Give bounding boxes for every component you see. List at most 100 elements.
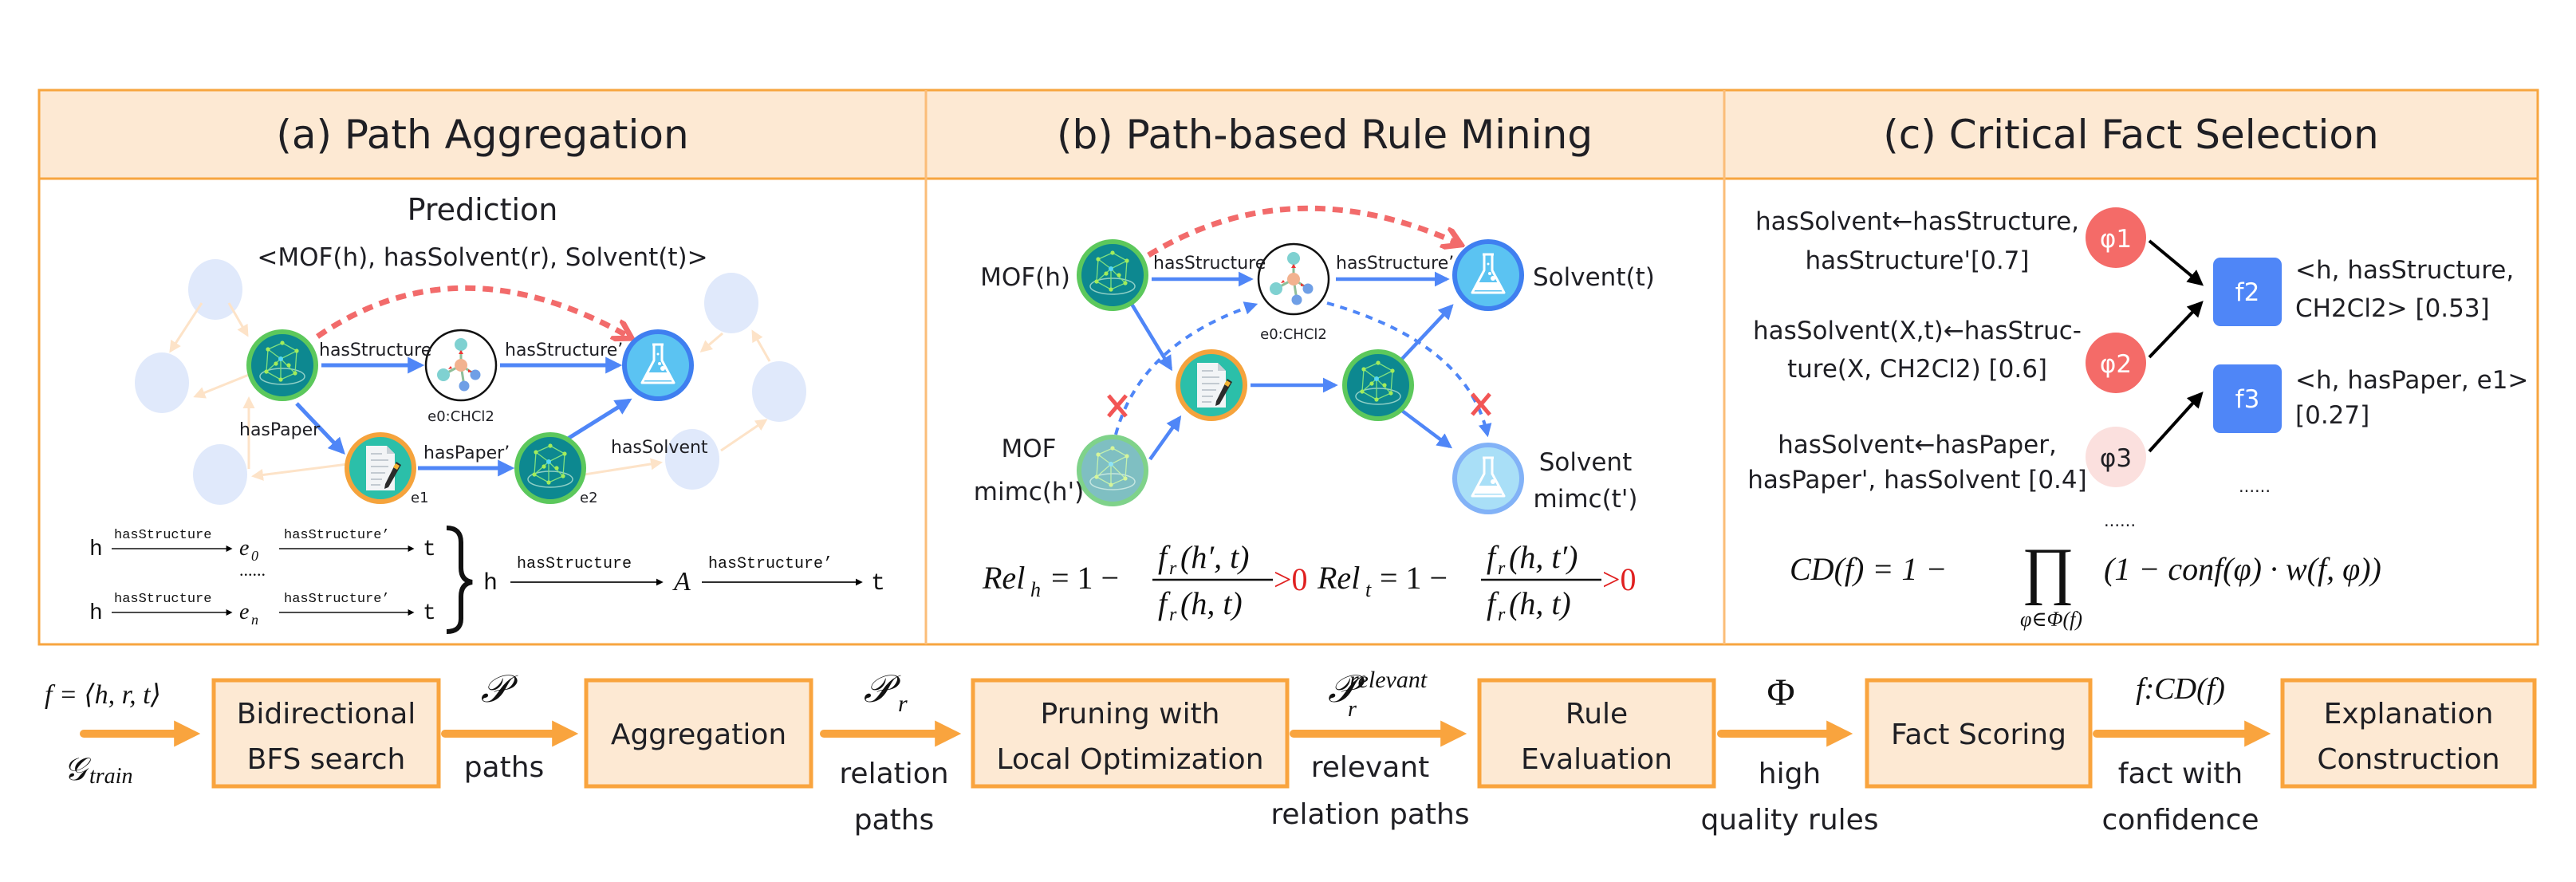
step-label: Rule bbox=[1566, 698, 1628, 730]
context-node bbox=[135, 352, 189, 413]
transition-symbol: 𝒫 bbox=[864, 668, 901, 711]
step-bidirectional-bfs[interactable]: Bidirectional BFS search bbox=[211, 678, 441, 789]
step-box[interactable] bbox=[1865, 678, 2093, 789]
panel-a-title: (a) Path Aggregation bbox=[276, 112, 688, 158]
transition-caption: high bbox=[1759, 758, 1822, 790]
node-mof-h bbox=[1079, 242, 1146, 309]
rule-text-line1: hasSolvent←hasPaper, bbox=[1778, 431, 2057, 459]
fact-text-line1: <h, hasPaper, e1> bbox=[2295, 366, 2528, 395]
rules-ellipsis: ...... bbox=[2104, 511, 2136, 530]
label-hasstructure: hasStructure bbox=[319, 341, 431, 360]
context-node bbox=[193, 444, 247, 505]
transition-sup: relevant bbox=[1349, 667, 1428, 693]
transition-sub: r bbox=[1348, 697, 1357, 722]
context-nodes bbox=[135, 259, 806, 505]
fact-text-line2: CH2Cl2> [0.53] bbox=[2295, 294, 2490, 323]
step-explanation-construction[interactable]: Explanation Construction bbox=[2280, 678, 2537, 789]
step-box[interactable] bbox=[211, 678, 441, 789]
cd-subscript: φ∈Φ(f) bbox=[2020, 608, 2082, 631]
formula-en: e bbox=[239, 600, 249, 624]
panel-c: hasSolvent←hasStructure, hasStructure'[0… bbox=[1747, 207, 2528, 631]
label-haspaper-inv: hasPaper’ bbox=[423, 443, 510, 463]
prediction-arc bbox=[316, 285, 630, 337]
label-e2: e2 bbox=[580, 490, 598, 506]
step-rule-evaluation[interactable]: Rule Evaluation bbox=[1477, 678, 1716, 789]
rel-t: Rel bbox=[1317, 560, 1360, 596]
rel-t-num-sub: r bbox=[1498, 558, 1506, 579]
rule-id: φ2 bbox=[2100, 350, 2132, 379]
step-aggregation[interactable]: Aggregation bbox=[584, 678, 813, 789]
step-box[interactable] bbox=[1477, 678, 1716, 789]
label-hasstructure: hasStructure bbox=[1153, 254, 1266, 274]
node-e0-molecule bbox=[1257, 242, 1330, 316]
panel-a: Prediction <MOF(h), hasSolvent(r), Solve… bbox=[89, 192, 885, 634]
aggregation-brace bbox=[446, 526, 473, 634]
rel-h-eq: = 1 − bbox=[1051, 560, 1119, 596]
step-pruning[interactable]: Pruning with Local Optimization bbox=[971, 678, 1290, 789]
label-solvent-mimic-line2: mimc(t') bbox=[1534, 485, 1638, 514]
invalid-cross-t bbox=[1471, 392, 1491, 416]
rel-t-den-sub: r bbox=[1498, 604, 1506, 625]
fact-f2: f2 <h, hasStructure, CH2Cl2> [0.53] bbox=[2213, 256, 2514, 326]
label-hasstructure-inv: hasStructure’ bbox=[1336, 254, 1454, 274]
formula-e0-sub: 0 bbox=[251, 548, 258, 564]
transition-caption: relation paths bbox=[1270, 798, 1469, 831]
rel-t-gt-zero: >0 bbox=[1602, 561, 1637, 597]
step-fact-scoring[interactable]: Fact Scoring bbox=[1865, 678, 2093, 789]
transition-sub: r bbox=[898, 691, 908, 717]
panel-b-title: (b) Path-based Rule Mining bbox=[1057, 112, 1593, 158]
transition-caption: quality rules bbox=[1700, 804, 1878, 837]
formula-agg-a: A bbox=[672, 567, 691, 597]
step-box[interactable] bbox=[584, 678, 813, 789]
transition-relation-paths: 𝒫 r relation paths bbox=[839, 668, 948, 837]
formula-agg-h: h bbox=[483, 570, 498, 597]
rel-t-sub: t bbox=[1365, 578, 1372, 601]
mimic-edges bbox=[1114, 301, 1492, 438]
step-box[interactable] bbox=[2280, 678, 2537, 789]
rel-h-num-args: (h′, t) bbox=[1180, 539, 1250, 575]
rule-phi3: hasSolvent←hasPaper, hasPaper', hasSolve… bbox=[1747, 427, 2146, 494]
rule-id: φ1 bbox=[2100, 225, 2132, 254]
rel-h-num-sub: r bbox=[1169, 558, 1177, 579]
rule-text-line2: hasStructure'[0.7] bbox=[1805, 246, 2029, 275]
formula-rel-inv: hasStructure’ bbox=[284, 528, 390, 543]
node-mof-intermediate bbox=[1345, 352, 1412, 419]
label-e0: e0:CHCl2 bbox=[1260, 326, 1327, 343]
rule-text-line2: ture(X, CH2Cl2) [0.6] bbox=[1787, 355, 2047, 384]
rule-id: φ3 bbox=[2100, 444, 2132, 473]
node-e2-mof bbox=[517, 435, 584, 502]
rel-h-den-args: (h, t) bbox=[1180, 585, 1243, 621]
formula-t: t bbox=[423, 537, 436, 562]
rule-node bbox=[2086, 207, 2146, 268]
edge-hassolvent bbox=[566, 398, 632, 441]
step-box[interactable] bbox=[971, 678, 1290, 789]
header-band bbox=[39, 90, 2538, 179]
transition-symbol: f:CD(f) bbox=[2136, 672, 2225, 706]
formula-rel-inv: hasStructure’ bbox=[284, 592, 390, 607]
context-node bbox=[665, 429, 719, 490]
invalid-cross-h bbox=[1107, 394, 1128, 418]
rel-h-sub: h bbox=[1030, 578, 1041, 601]
rule-phi2: hasSolvent(X,t)←hasStruc- ture(X, CH2Cl2… bbox=[1753, 317, 2146, 393]
step-label: Pruning with bbox=[1041, 698, 1220, 730]
step-label: Aggregation bbox=[611, 719, 786, 751]
step-label: BFS search bbox=[247, 743, 406, 776]
cd-product: ∏ bbox=[2022, 536, 2074, 606]
node-paper bbox=[1178, 352, 1245, 419]
fact-text-line1: <h, hasStructure, bbox=[2295, 256, 2514, 285]
transition-caption: relation bbox=[839, 758, 948, 790]
formula-e0: e bbox=[239, 536, 249, 561]
formula-rel: hasStructure bbox=[114, 592, 211, 607]
rel-t-den-args: (h, t) bbox=[1509, 585, 1571, 621]
rule-phi1: hasSolvent←hasStructure, hasStructure'[0… bbox=[1755, 207, 2146, 275]
label-mof-mimic-line2: mimc(h') bbox=[974, 478, 1084, 506]
rel-t-eq: = 1 − bbox=[1380, 560, 1448, 596]
transition-rules: Φ high quality rules bbox=[1700, 671, 1878, 837]
panel-c-title: (c) Critical Fact Selection bbox=[1883, 112, 2378, 158]
label-hassolvent: hasSolvent bbox=[611, 438, 708, 458]
transition-relevant-paths: 𝒫 r relevant relevant relation paths bbox=[1270, 667, 1469, 831]
path-edges bbox=[295, 356, 632, 477]
node-mof-mimic bbox=[1079, 437, 1146, 504]
formula-en-sub: n bbox=[251, 612, 258, 628]
transition-caption: confidence bbox=[2101, 804, 2259, 837]
